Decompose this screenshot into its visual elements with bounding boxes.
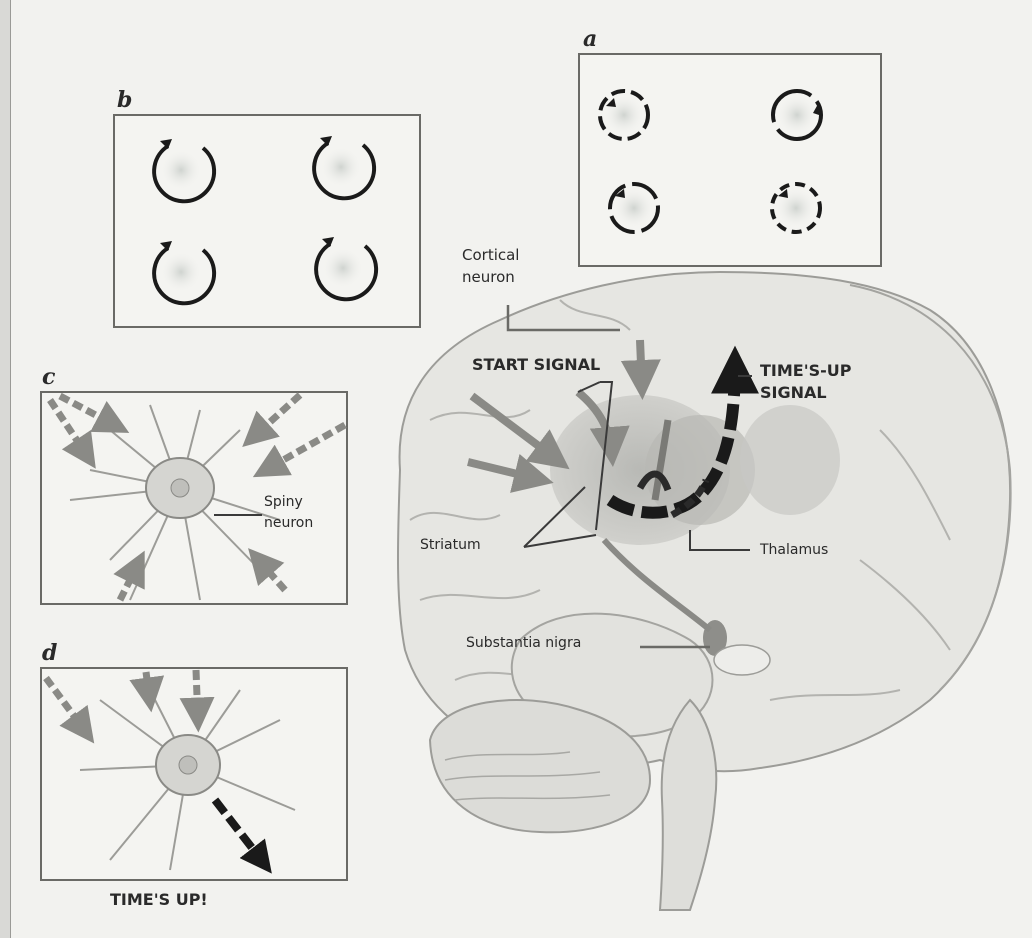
panel-d-letter: d <box>42 640 57 666</box>
cortical-neuron-label: Cortical neuron <box>462 244 519 288</box>
spiny-neuron-label: Spiny neuron <box>264 492 313 534</box>
substantia-nigra-label: Substantia nigra <box>466 635 581 651</box>
times-up-signal-label: TIME'S-UP SIGNAL <box>760 360 852 404</box>
thalamus-label: Thalamus <box>760 542 828 558</box>
start-signal-arrow <box>640 340 642 388</box>
start-signal-label: START SIGNAL <box>472 355 600 374</box>
oscillating-neuron <box>610 184 658 232</box>
panel-a-letter: a <box>583 26 597 52</box>
times-up-caption: TIME'S UP! <box>110 890 208 909</box>
panel-b <box>114 115 420 327</box>
panel-b-letter: b <box>117 87 132 113</box>
panel-c-letter: c <box>42 364 55 390</box>
panel-d <box>41 668 347 880</box>
panel-a <box>579 54 881 266</box>
striatum-label: Striatum <box>420 537 481 553</box>
